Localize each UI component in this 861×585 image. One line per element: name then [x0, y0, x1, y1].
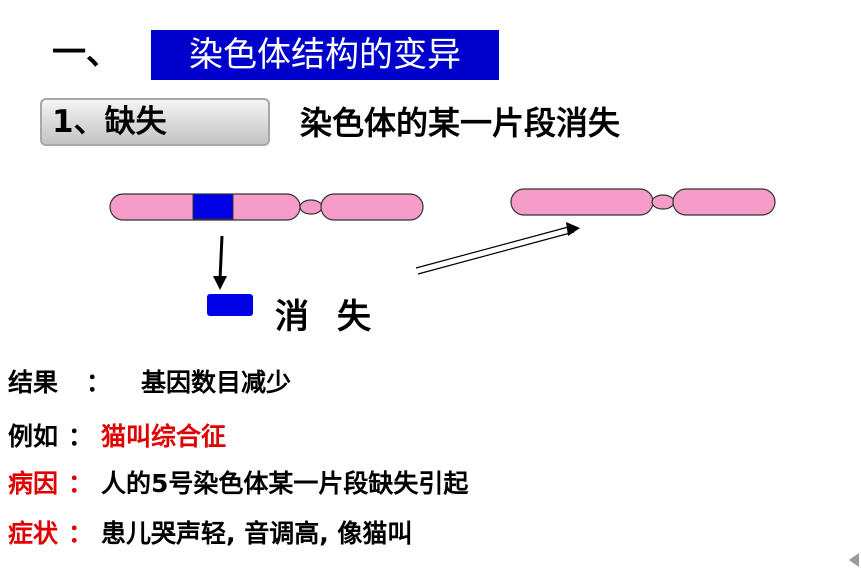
symptom-colon: ：	[68, 519, 94, 548]
down-arrow-head	[213, 276, 227, 290]
result-short-arm	[672, 188, 776, 216]
removed-segment	[207, 294, 253, 316]
definition-text: 染色体的某一片段消失	[300, 104, 621, 142]
example-value: 猫叫综合征	[101, 422, 227, 451]
example-line: 例如 ：猫叫综合征	[8, 420, 226, 454]
example-colon: ：	[68, 422, 94, 451]
result-arrow-line-b	[417, 231, 575, 275]
result-centromere	[651, 194, 675, 210]
resulting-chromosome	[510, 188, 776, 216]
cause-line: 病因 ：人的5号染色体某一片段缺失引起	[8, 467, 468, 501]
result-arrow-head	[566, 222, 580, 236]
previous-slide-icon[interactable]	[849, 553, 859, 567]
result-arrow-line-a	[415, 225, 573, 269]
result-colon: ：	[86, 368, 112, 397]
cause-label: 病因	[8, 469, 59, 498]
chromosome-short-arm	[320, 193, 424, 221]
vanish-label: 消失	[275, 297, 399, 337]
subsection-tab: 1、缺失	[40, 98, 270, 146]
cause-colon: ：	[68, 469, 94, 498]
result-line: 结果 ： 基因数目减少	[8, 366, 291, 400]
subsection-label: 1、缺失	[52, 104, 167, 140]
original-chromosome	[109, 193, 424, 221]
result-label: 结果	[8, 368, 59, 397]
result-value: 基因数目减少	[141, 368, 292, 397]
result-long-arm	[510, 188, 654, 216]
section-title: 染色体结构的变异	[151, 30, 499, 80]
symptom-value: 患儿哭声轻, 音调高, 像猫叫	[101, 519, 413, 548]
example-label: 例如	[8, 422, 59, 451]
cause-value: 人的5号染色体某一片段缺失引起	[101, 469, 469, 498]
symptom-line: 症状 ：患儿哭声轻, 音调高, 像猫叫	[8, 517, 412, 551]
deleted-segment	[192, 193, 234, 220]
symptom-label: 症状	[8, 519, 59, 548]
centromere	[299, 199, 323, 215]
section-number: 一、	[52, 33, 120, 73]
down-arrow	[218, 235, 224, 281]
